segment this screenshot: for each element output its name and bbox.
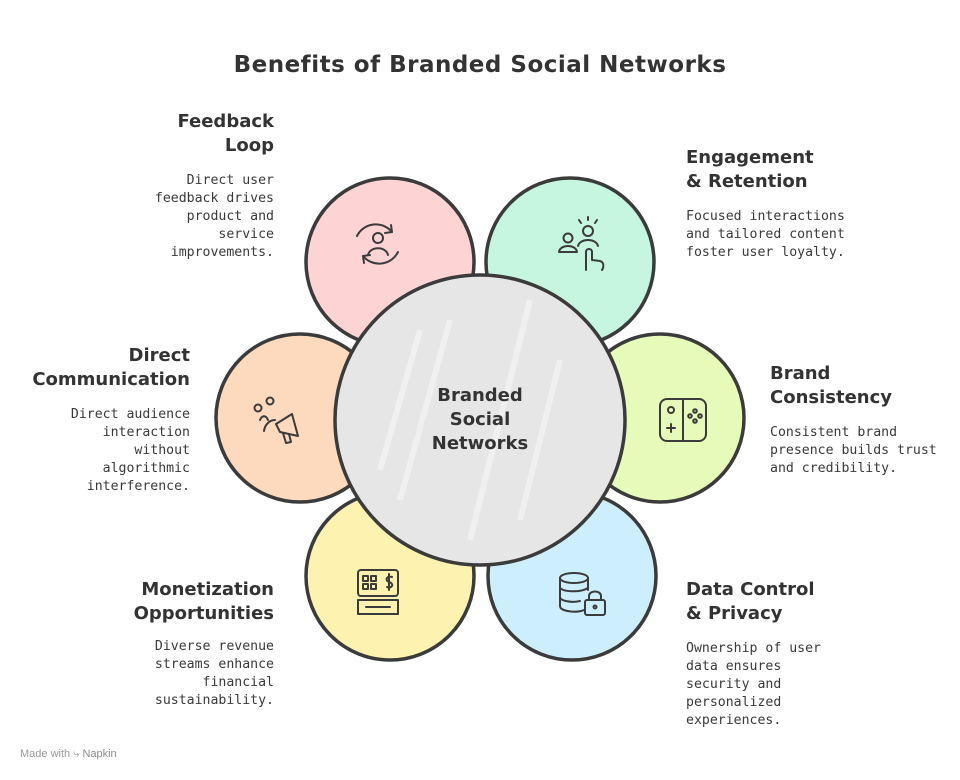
engagement-users-icon <box>558 216 605 271</box>
data-description: Ownership of user data ensures security … <box>686 641 821 728</box>
feedback-description: Direct user feedback drives product and … <box>154 173 274 260</box>
direct-heading: Direct Communication <box>32 345 190 390</box>
monetization-heading: Monetization Opportunities <box>133 579 274 624</box>
engagement-heading: Engagement & Retention <box>686 147 814 192</box>
database-lock-icon <box>559 572 606 616</box>
napkin-logo-icon: ⤷ <box>73 748 80 760</box>
direct-description: Direct audience interaction without algo… <box>70 407 190 494</box>
brand-heading: Brand Consistency <box>770 363 893 408</box>
diagram-title: Benefits of Branded Social Networks <box>233 52 727 78</box>
footer-made-with: Made with <box>20 748 71 760</box>
center-label: Branded Social Networks <box>431 385 529 454</box>
footer-brand: Napkin <box>82 748 117 760</box>
circle-center <box>333 273 627 567</box>
feedback-heading: Feedback Loop <box>177 111 274 156</box>
game-controller-icon <box>659 398 707 442</box>
footer-attribution: Made with ⤷ Napkin <box>20 748 117 761</box>
brand-description: Consistent brand presence builds trust a… <box>770 425 937 476</box>
data-heading: Data Control & Privacy <box>686 579 815 624</box>
cash-register-icon <box>357 569 399 615</box>
engagement-description: Focused interactions and tailored conten… <box>686 209 845 260</box>
feedback-loop-icon <box>356 223 399 265</box>
monetization-description: Diverse revenue streams enhance financia… <box>154 639 274 708</box>
megaphone-audience-icon <box>253 396 299 444</box>
